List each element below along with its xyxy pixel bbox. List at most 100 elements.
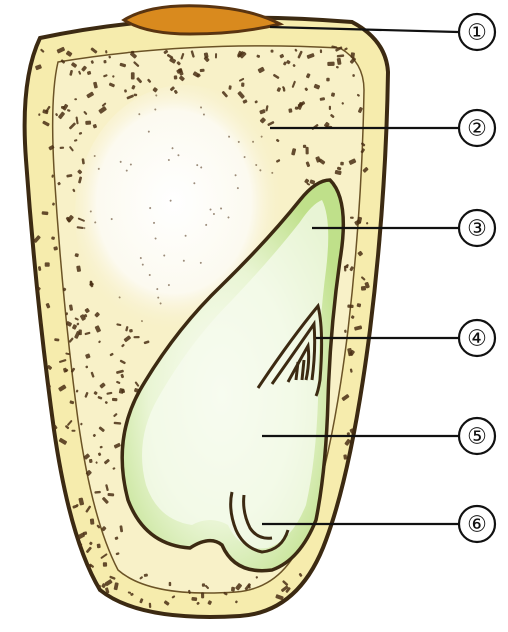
speckle bbox=[76, 584, 79, 587]
speckle bbox=[350, 588, 353, 593]
speckle bbox=[361, 286, 366, 291]
label-1: ① bbox=[459, 14, 495, 50]
speckle bbox=[303, 145, 306, 148]
speckle bbox=[44, 566, 52, 573]
speckle bbox=[340, 162, 344, 166]
speckle bbox=[349, 499, 352, 502]
speckle bbox=[329, 106, 331, 110]
speckle bbox=[87, 602, 90, 609]
speckle bbox=[42, 211, 49, 215]
speckle bbox=[169, 582, 172, 586]
speckle bbox=[69, 542, 72, 547]
speckle bbox=[37, 503, 45, 508]
speckle bbox=[49, 513, 55, 521]
speckle bbox=[356, 437, 363, 442]
speckle bbox=[131, 72, 135, 79]
speckle bbox=[317, 583, 322, 590]
speckle bbox=[215, 53, 217, 58]
speckle bbox=[306, 147, 309, 155]
speckle bbox=[103, 562, 107, 567]
speckle bbox=[326, 78, 329, 82]
speckle bbox=[37, 575, 44, 581]
speckle bbox=[48, 542, 54, 545]
speckle bbox=[74, 98, 77, 100]
speckle bbox=[298, 591, 302, 595]
speckle bbox=[48, 527, 53, 530]
label-6-text: ⑥ bbox=[467, 513, 487, 538]
speckle bbox=[89, 459, 93, 463]
label-4: ④ bbox=[459, 320, 495, 356]
speckle bbox=[40, 582, 44, 590]
speckle bbox=[327, 581, 331, 584]
label-6: ⑥ bbox=[459, 506, 495, 542]
label-5: ⑤ bbox=[459, 418, 495, 454]
speckle bbox=[231, 587, 235, 592]
speckle bbox=[350, 472, 355, 477]
speckle bbox=[133, 93, 137, 96]
speckle bbox=[149, 603, 152, 608]
speckle bbox=[71, 600, 78, 604]
speckle bbox=[271, 50, 274, 53]
speckle bbox=[54, 488, 60, 494]
speckle bbox=[43, 564, 47, 567]
speckle bbox=[344, 266, 347, 272]
speckle bbox=[174, 75, 178, 79]
speckle bbox=[112, 398, 118, 401]
speckle bbox=[200, 69, 205, 73]
speckle bbox=[85, 121, 91, 125]
speckle bbox=[129, 329, 133, 333]
speckle bbox=[54, 476, 58, 482]
speckle bbox=[355, 543, 361, 549]
speckle bbox=[90, 518, 95, 524]
speckle bbox=[66, 569, 72, 574]
speckle bbox=[202, 583, 205, 586]
speckle bbox=[201, 592, 204, 598]
speckle bbox=[350, 217, 354, 219]
speckle bbox=[71, 430, 75, 432]
speckle bbox=[345, 590, 352, 597]
speckle bbox=[325, 581, 329, 586]
speckle bbox=[335, 586, 342, 593]
speckle bbox=[50, 472, 55, 476]
speckle bbox=[364, 386, 371, 392]
speckle bbox=[343, 454, 347, 459]
speckle bbox=[103, 60, 106, 64]
speckle bbox=[356, 590, 363, 593]
speckle bbox=[350, 52, 355, 58]
speckle bbox=[191, 597, 197, 601]
speckle bbox=[41, 564, 48, 571]
label-2-text: ② bbox=[467, 117, 487, 142]
speckle bbox=[78, 329, 81, 335]
speckle bbox=[344, 601, 346, 607]
speckle bbox=[64, 603, 69, 608]
speckle bbox=[49, 465, 55, 469]
speckle bbox=[288, 108, 292, 113]
speckle bbox=[363, 438, 366, 443]
speckle bbox=[97, 544, 101, 549]
speckle bbox=[327, 62, 334, 66]
label-5-text: ⑤ bbox=[467, 425, 487, 450]
speckle bbox=[241, 82, 244, 86]
speckle bbox=[364, 568, 372, 571]
speckle bbox=[65, 541, 71, 547]
speckle bbox=[357, 505, 365, 510]
label-2: ② bbox=[459, 110, 495, 146]
speckle bbox=[61, 106, 65, 109]
speckle bbox=[54, 338, 59, 341]
speckle bbox=[363, 408, 368, 412]
speckle bbox=[133, 336, 139, 338]
label-4-text: ④ bbox=[467, 327, 487, 352]
label-3-text: ③ bbox=[467, 217, 487, 242]
speckle bbox=[60, 147, 65, 150]
speckle bbox=[90, 281, 92, 286]
speckle bbox=[366, 399, 374, 407]
speckle bbox=[347, 304, 353, 308]
speckle bbox=[342, 591, 349, 598]
tip-cap bbox=[124, 6, 280, 34]
speckle bbox=[45, 262, 50, 266]
speckle bbox=[280, 605, 284, 613]
speckle bbox=[38, 113, 40, 116]
speckle bbox=[320, 49, 322, 53]
speckle bbox=[36, 559, 40, 563]
